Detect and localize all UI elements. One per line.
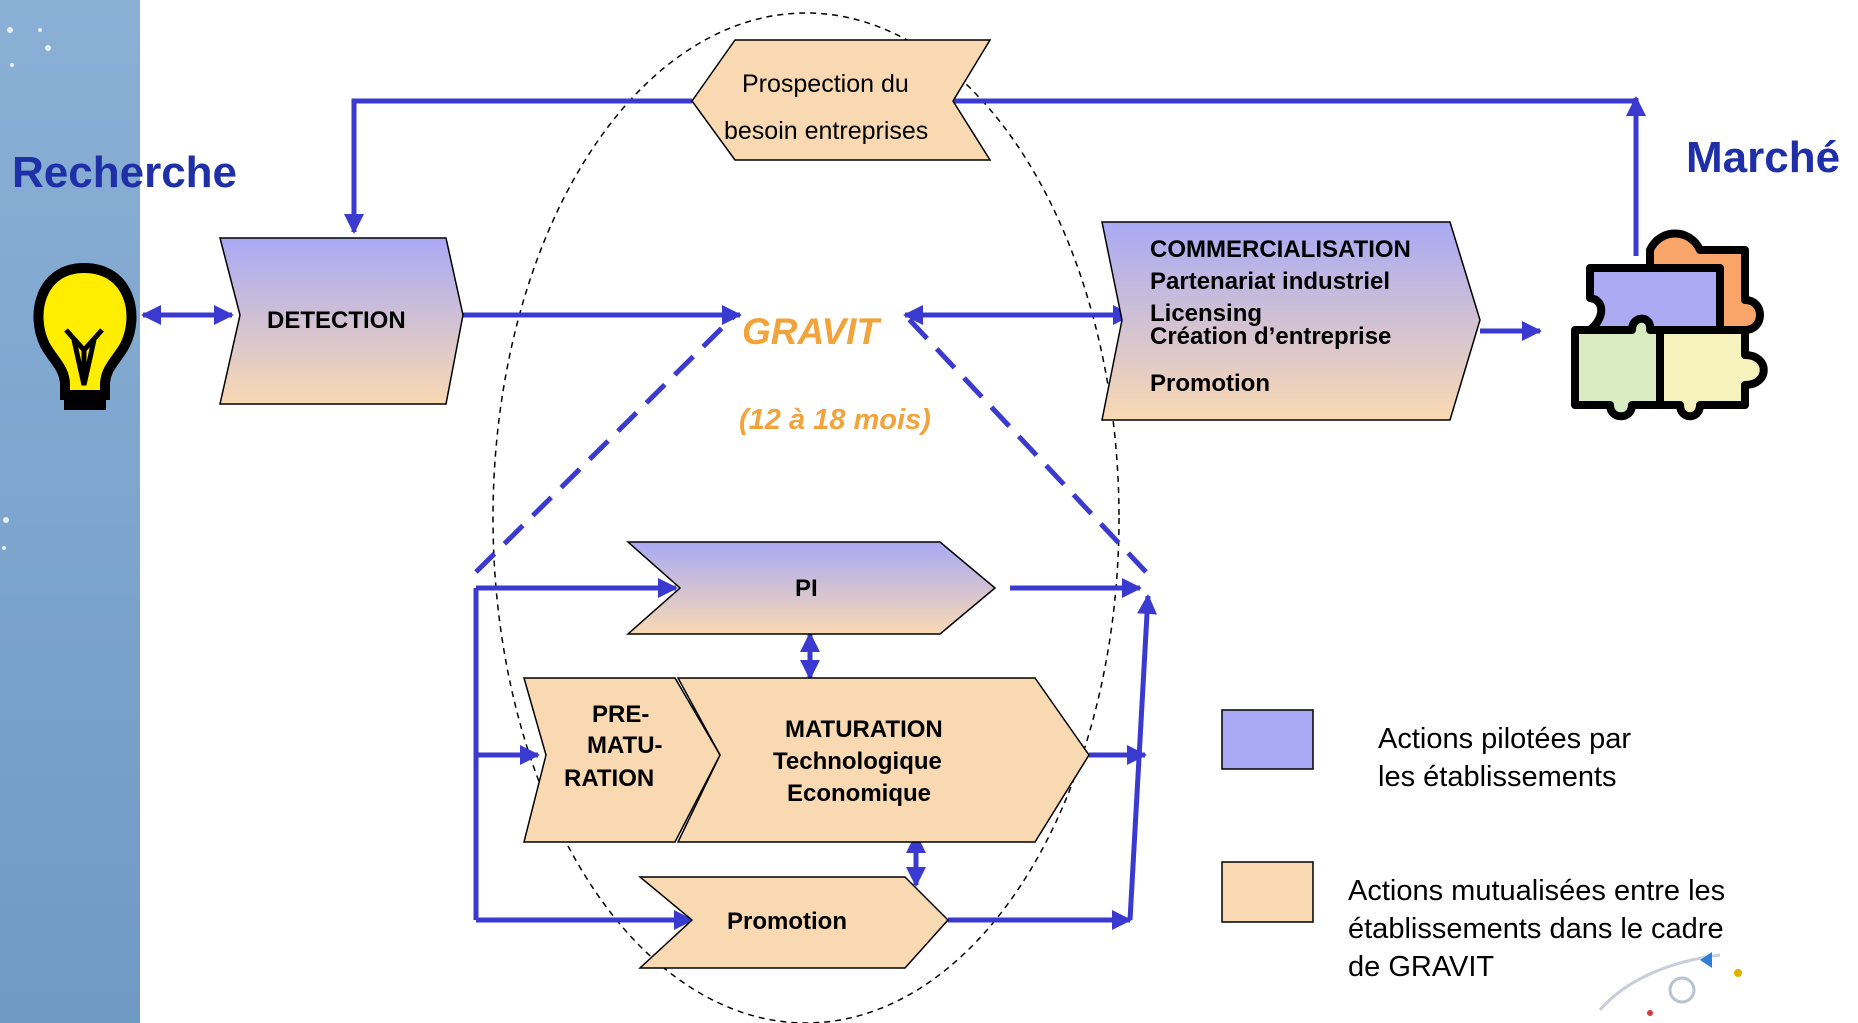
- puzzle-icon: [1571, 229, 1768, 421]
- commercialisation-line-2: Partenariat industriel: [1150, 268, 1391, 295]
- legend-swatch-piloted: [1221, 709, 1314, 770]
- pi-shape: [626, 541, 997, 635]
- legend-piloted-line-2: les établissements: [1378, 761, 1617, 793]
- detection-label: DETECTION: [267, 307, 406, 334]
- promotion-label: Promotion: [727, 908, 847, 935]
- promotion-shape: [637, 876, 950, 969]
- legend-shared-line-2: établissements dans le cadre: [1348, 913, 1724, 945]
- legend-piloted-text: Actions pilotées par les établissements: [1378, 720, 1631, 796]
- prospection-shape: [691, 39, 992, 161]
- commercialisation-line-5: Promotion: [1150, 370, 1270, 397]
- sidebar-band: [0, 0, 140, 1023]
- title-marche: Marché: [1686, 133, 1841, 182]
- legend-shared-line-1: Actions mutualisées entre les: [1348, 875, 1726, 907]
- legend-shared-text: Actions mutualisées entre les établissem…: [1348, 872, 1725, 986]
- prematuration-line-3: RATION: [564, 765, 655, 792]
- pi-label: PI: [795, 575, 818, 602]
- gravit-name: GRAVIT: [742, 311, 880, 352]
- gravit-ellipse: [492, 12, 1120, 1023]
- maturation-line-3: Economique: [787, 780, 932, 807]
- right-bus-line: [1127, 594, 1157, 921]
- prematuration-shape: [523, 677, 721, 843]
- legend-swatch-shared: [1221, 861, 1314, 923]
- maturation-line-1: MATURATION: [785, 716, 943, 743]
- prospection-label-line1: Prospection du: [742, 70, 909, 98]
- title-recherche: Recherche: [12, 148, 238, 197]
- arrow-prospection-to-detection: [344, 98, 692, 234]
- prematuration-line-2: MATU-: [587, 732, 663, 759]
- maturation-line-2: Technologique: [773, 748, 942, 775]
- prematuration-line-1: PRE-: [592, 701, 650, 728]
- legend-shared-line-3: de GRAVIT: [1348, 951, 1495, 983]
- legend-piloted-line-1: Actions pilotées par: [1378, 723, 1632, 755]
- logo-icon: [1598, 952, 1742, 1016]
- commercialisation-line-1: COMMERCIALISATION: [1150, 236, 1411, 263]
- sidebar-sparkles: [2, 27, 51, 550]
- dashed-zoom-left: [474, 313, 737, 574]
- detection-shape: [219, 237, 464, 405]
- commercialisation-shape: [1101, 221, 1481, 421]
- dashed-zoom-right: [903, 313, 1148, 574]
- lightbulb-icon: [33, 262, 137, 410]
- commercialisation-line-3: Licensing: [1150, 300, 1263, 327]
- prospection-label-line2: besoin entreprises: [724, 117, 929, 145]
- gravit-duration: (12 à 18 mois): [739, 404, 931, 436]
- commercialisation-line-4: Création d’entreprise: [1150, 323, 1392, 350]
